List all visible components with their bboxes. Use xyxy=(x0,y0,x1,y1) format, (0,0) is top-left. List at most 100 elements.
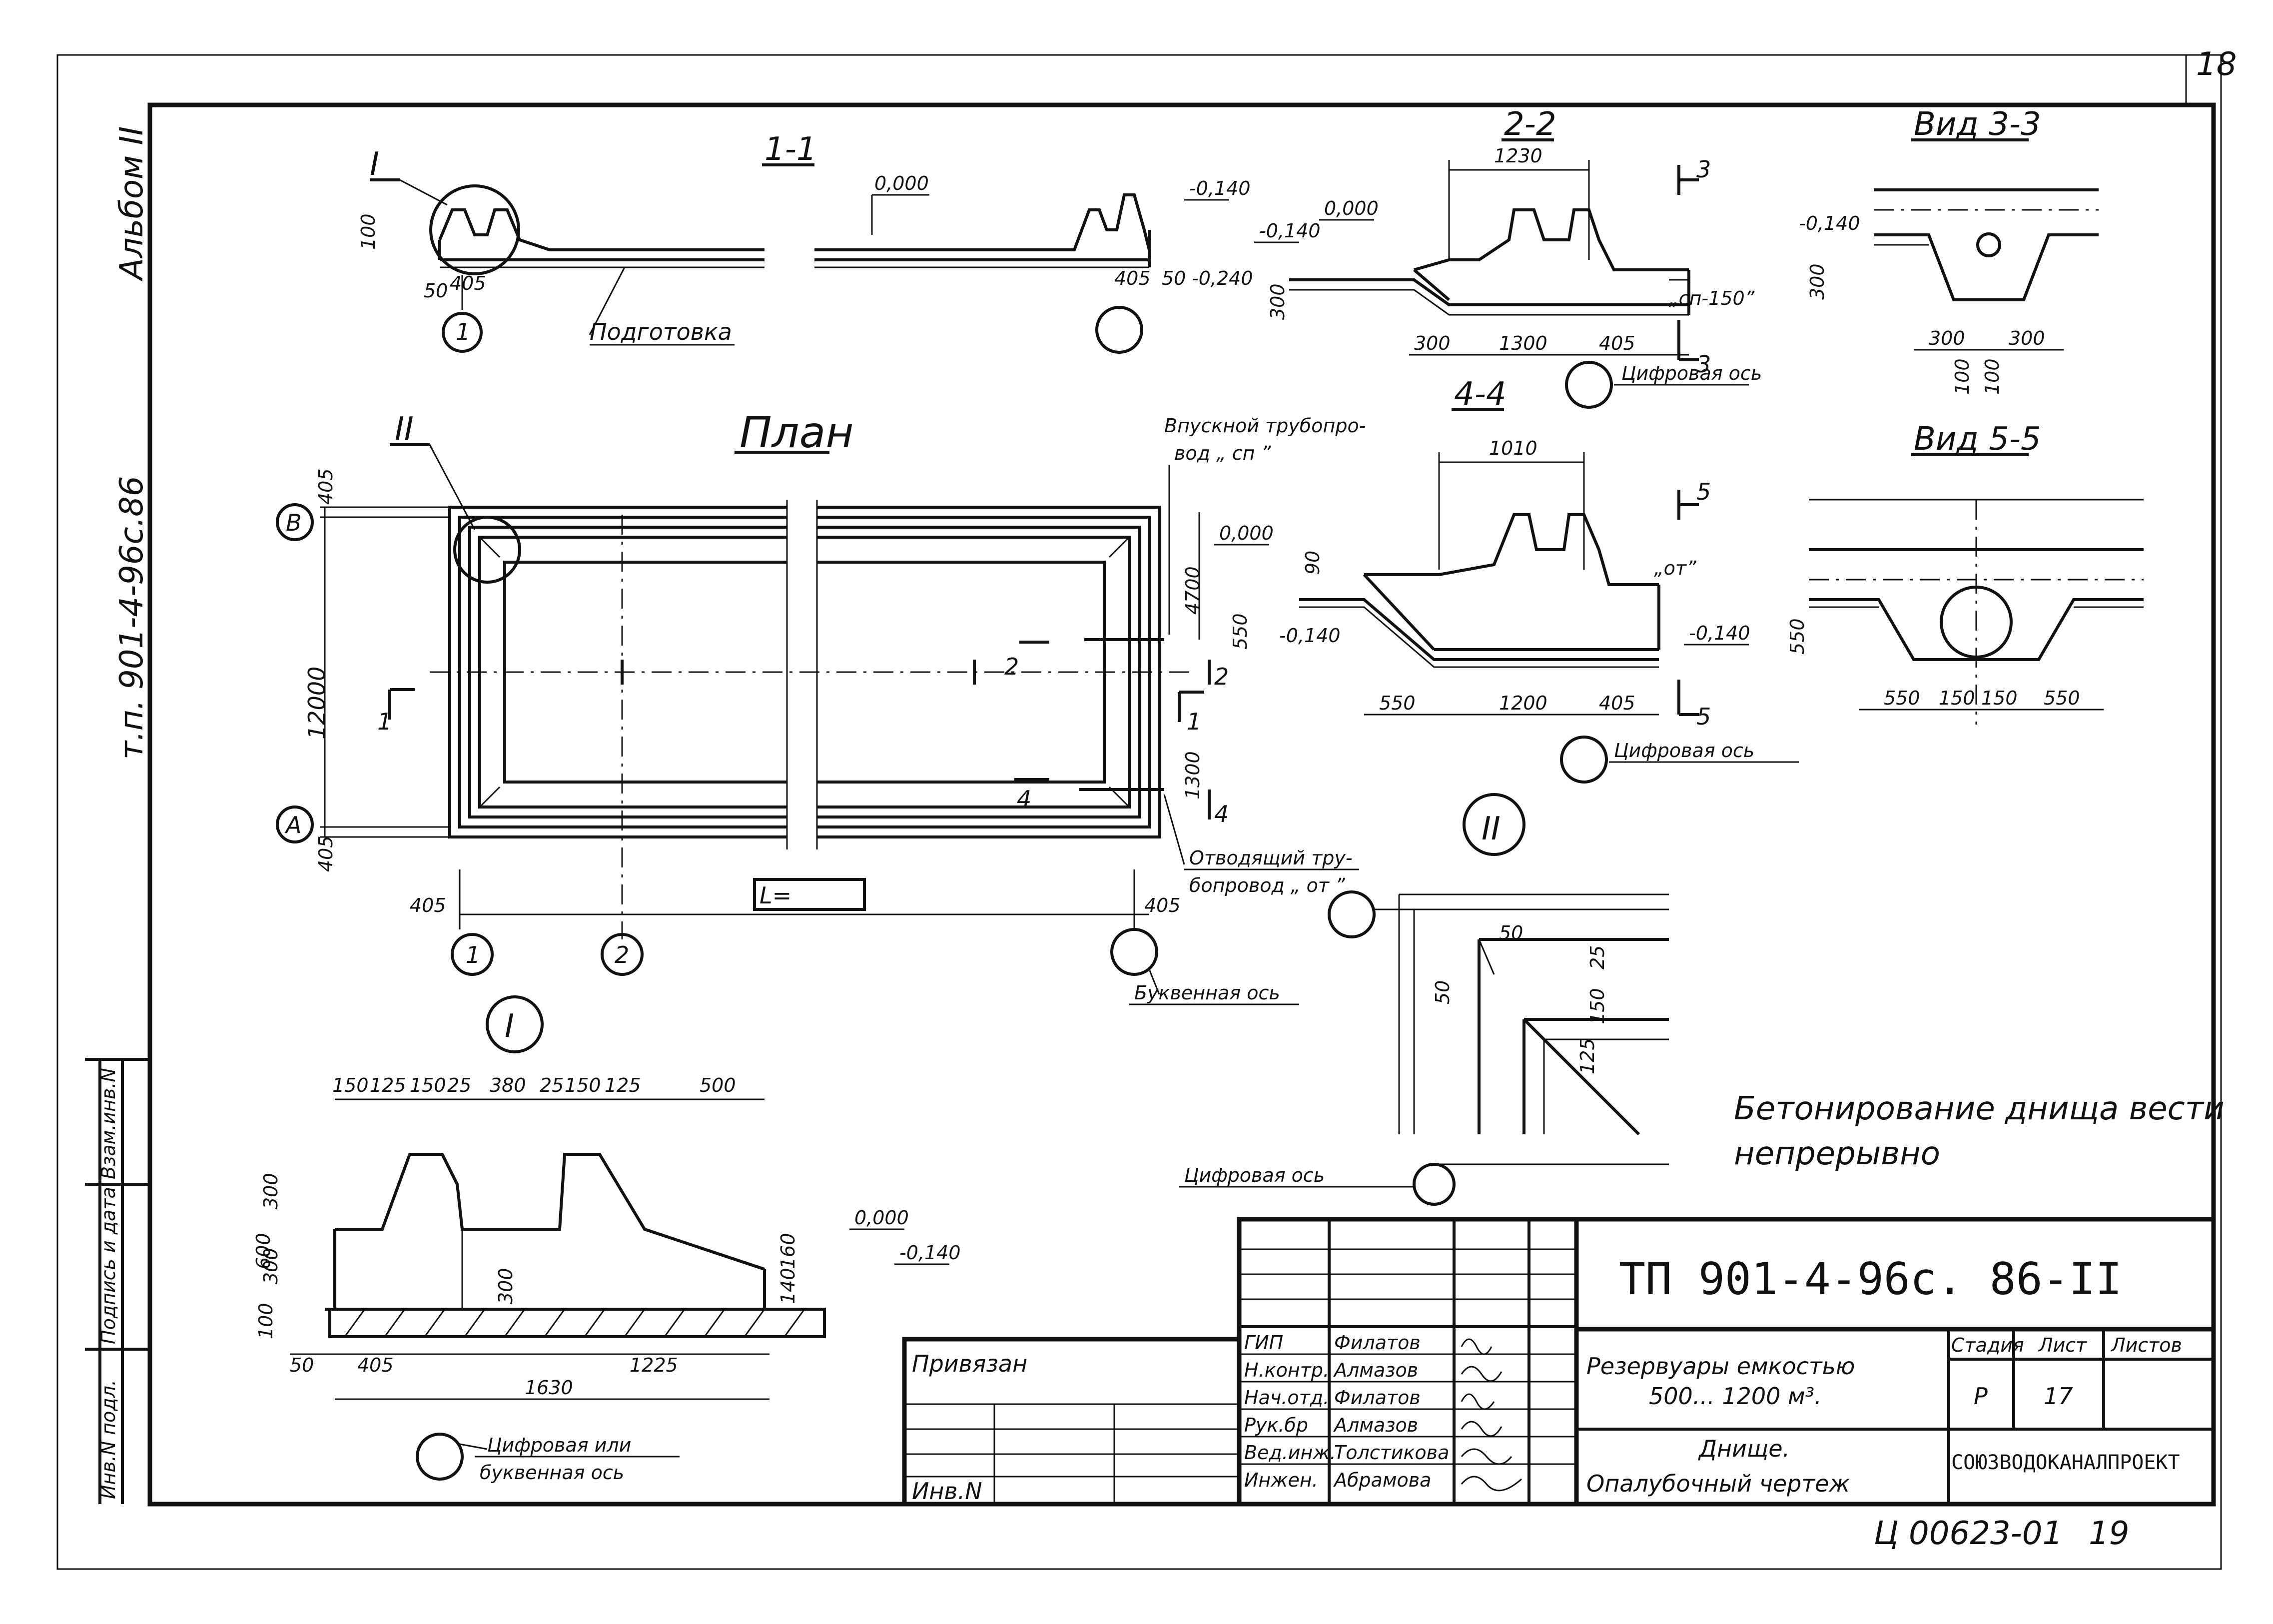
plan-title: План xyxy=(740,408,854,458)
axis-a-circle xyxy=(276,806,314,843)
callout-ii-label: II xyxy=(395,411,414,448)
sheets-header: Листов xyxy=(2110,1334,2182,1356)
doc-title-1: Днище. xyxy=(1698,1435,1790,1462)
cut-3-bottom: 3 xyxy=(1696,351,1711,378)
role-1: ГИП xyxy=(1244,1332,1283,1354)
elev-2-2-m0140: -0,140 xyxy=(1259,220,1321,242)
axis-1-plan-circle xyxy=(451,933,494,976)
elev-4-4-m0140b: -0,140 xyxy=(1689,622,1750,644)
dim-3-3-300a: 300 xyxy=(1929,327,1965,349)
dim-i-500: 500 xyxy=(700,1074,736,1096)
cut-3-top: 3 xyxy=(1696,156,1711,183)
dim-5-5-550: 550 xyxy=(1786,618,1808,655)
axis-2-plan-circle xyxy=(601,933,644,976)
side-stamp-cell-1: Инв.N подл. xyxy=(97,1380,119,1499)
axis-right-plan-circle xyxy=(1110,928,1158,976)
dim-3-3-300b: 300 xyxy=(2009,327,2045,349)
footer-page: 19 xyxy=(2089,1515,2129,1552)
detail-i-circle xyxy=(486,995,544,1053)
name-5: Толстикова xyxy=(1334,1442,1449,1464)
dim-2-2-405: 405 xyxy=(1599,332,1635,354)
outlet-label-2: бопровод „ от ” xyxy=(1189,874,1345,896)
dim-4-4-550: 550 xyxy=(1229,613,1251,650)
dim-4-4-550b: 550 xyxy=(1379,692,1416,714)
elev-4-4-m0140: -0,140 xyxy=(1279,625,1341,647)
dim-plan-405-right: 405 xyxy=(1144,894,1181,916)
dim-plan-405-left: 405 xyxy=(410,894,446,916)
axis-detail-i-circle xyxy=(416,1433,464,1481)
view-5-5-title: Вид 5-5 xyxy=(1914,421,2041,458)
dim-ii-150: 150 xyxy=(1586,988,1608,1024)
dim-1-1-50: 50 xyxy=(424,280,448,302)
plan-view: План II В А xyxy=(276,408,1366,1005)
axis-4-4-circle xyxy=(1560,736,1608,784)
name-4: Алмазов xyxy=(1333,1414,1418,1436)
dim-i-300b: 300 xyxy=(260,1248,282,1284)
length-box-label: L= xyxy=(759,882,791,909)
elev-3-3-m0140: -0,140 xyxy=(1799,212,1860,234)
sheet-value: 17 xyxy=(2044,1383,2073,1410)
dim-4-4-405: 405 xyxy=(1599,692,1635,714)
view-3-3: Вид 3-3 -0,140 300 300 300 100 100 xyxy=(1799,106,2099,395)
album-label: Альбом II xyxy=(113,126,150,282)
callout-i-label: I xyxy=(370,146,379,183)
dim-i-100: 100 xyxy=(255,1303,277,1339)
dim-3-3-300: 300 xyxy=(1806,263,1828,300)
inv-label: Инв.N xyxy=(912,1478,982,1505)
dim-i-125b: 125 xyxy=(605,1074,641,1096)
signature-2 xyxy=(1461,1366,1503,1382)
dim-i-405: 405 xyxy=(357,1354,394,1376)
section-4-4-title: 4-4 xyxy=(1454,376,1507,413)
signature-6 xyxy=(1461,1476,1522,1492)
footer-inv-no: Ц 00623-01 xyxy=(1874,1515,2063,1552)
elev-4-4-0000: 0,000 xyxy=(1219,522,1274,544)
privyazan-label: Привязан xyxy=(912,1350,1027,1377)
dim-i-600: 600 xyxy=(252,1233,274,1269)
axis-detail-ii-bottom-circle xyxy=(1413,1163,1456,1206)
axis-1-1-right-circle xyxy=(1095,306,1143,354)
doc-title-2: Опалубочный чертеж xyxy=(1586,1470,1850,1497)
title-block: Привязан Инв.N ГИП Н.контр. Нач.отд. Рук… xyxy=(902,1217,2216,1507)
detail-i-title: I xyxy=(505,1008,514,1045)
cut-4-left: 4 xyxy=(1017,786,1031,812)
role-4: Рук.бр xyxy=(1244,1414,1308,1436)
detail-i: I 150 125 150 25 380 25 150 125 500 600 … xyxy=(252,995,961,1484)
dim-4-4-90: 90 xyxy=(1302,551,1324,575)
axis-b-label: В xyxy=(286,509,302,536)
role-2: Н.контр. xyxy=(1244,1359,1329,1381)
cut-5-top: 5 xyxy=(1696,478,1711,505)
signature-5 xyxy=(1461,1448,1513,1465)
role-3: Нач.отд. xyxy=(1244,1387,1329,1409)
section-1-1-title: 1-1 xyxy=(764,131,817,168)
title-1: Резервуары емкостью xyxy=(1586,1353,1855,1380)
detail-ii: II 50 50 25 150 125 Цифровая ось xyxy=(1179,793,1669,1206)
dim-i-380: 380 xyxy=(490,1074,526,1096)
title-code: ТП 901-4-96с. 86-II xyxy=(1619,1253,2122,1305)
dim-i-50: 50 xyxy=(290,1354,314,1376)
elev-i-m0140: -0,140 xyxy=(899,1242,961,1264)
cut-1-left: 1 xyxy=(377,708,392,735)
dim-i-25b: 25 xyxy=(540,1074,564,1096)
dim-i-150c: 150 xyxy=(565,1074,601,1096)
cut-4-right: 4 xyxy=(1214,801,1229,827)
dim-plan-1300: 1300 xyxy=(1182,751,1204,800)
axis-2-2-circle xyxy=(1565,361,1613,409)
dim-2-2-300b: 300 xyxy=(1414,332,1451,354)
detail-i-hatch xyxy=(344,1309,805,1337)
detail-ii-circle xyxy=(1463,793,1525,856)
dim-i-1630: 1630 xyxy=(525,1377,573,1399)
digit-axis-label-1: Цифровая ось xyxy=(1621,362,1762,384)
digit-axis-label-3: Цифровая ось xyxy=(1184,1164,1325,1186)
dim-i-300c: 300 xyxy=(495,1268,517,1304)
concrete-note-1: Бетонирование днища вести xyxy=(1734,1090,2225,1127)
cut-2-left: 2 xyxy=(1004,653,1019,680)
cut-1-right: 1 xyxy=(1187,708,1201,735)
dim-i-300a: 300 xyxy=(260,1173,282,1209)
dim-5-5-550a: 550 xyxy=(1884,687,1920,709)
length-box xyxy=(753,878,866,911)
stage-header: Стадия xyxy=(1951,1334,2024,1356)
dim-1-1-405: 405 xyxy=(450,272,486,294)
sp150-label: „сп-150” xyxy=(1669,287,1755,309)
ot-label: „от” xyxy=(1654,557,1696,579)
sheet-number: 18 xyxy=(2196,46,2237,83)
